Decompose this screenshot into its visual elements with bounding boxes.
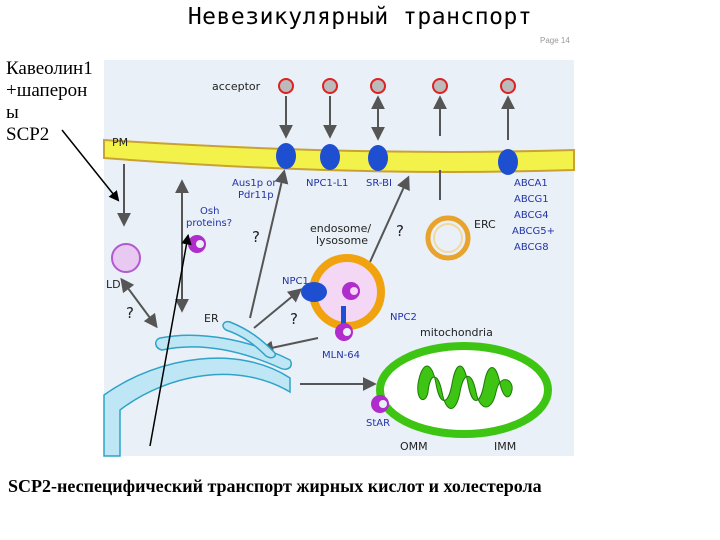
- acceptor-3: [370, 78, 386, 94]
- imm-label: IMM: [494, 440, 516, 453]
- question-mark-3: ?: [126, 304, 134, 322]
- bottom-caption: SCP2-неспецифический транспорт жирных ки…: [8, 476, 542, 496]
- question-mark-2: ?: [396, 222, 404, 240]
- aus-label: Aus1p or: [232, 178, 277, 189]
- abcg4-label: ABCG4: [514, 210, 549, 221]
- acceptor-1: [278, 78, 294, 94]
- abcg5-label: ABCG5+: [512, 226, 555, 237]
- membrane-arrows: [117, 95, 515, 391]
- page-number: Page 14: [540, 36, 570, 45]
- pointer-to-osh: [149, 233, 192, 447]
- endoplasmic-reticulum: [103, 320, 292, 457]
- lipid-droplet: [111, 243, 141, 273]
- acceptor-2: [322, 78, 338, 94]
- er-label: ER: [204, 312, 219, 325]
- pointer-to-pm: [61, 129, 120, 202]
- omm-label: OMM: [400, 440, 428, 453]
- acceptor-5: [500, 78, 516, 94]
- endosome-label: endosome/: [310, 222, 371, 235]
- question-mark-4: ?: [290, 310, 298, 328]
- transporter-abc: [498, 149, 518, 175]
- abca1-label: ABCA1: [514, 178, 548, 189]
- pm-label: PM: [112, 136, 128, 149]
- abcg1-label: ABCG1: [514, 194, 549, 205]
- slide-title: Невезикулярный транспорт: [187, 4, 533, 30]
- mln64-protein-icon: [335, 323, 353, 341]
- erc-ring: [425, 215, 471, 261]
- mitochondria-cristae: [417, 365, 513, 409]
- abcg8-label: ABCG8: [514, 242, 549, 253]
- osh-proteins-label: proteins?: [186, 218, 232, 229]
- npc1l1-label: NPC1-L1: [306, 178, 348, 189]
- transporter-aus: [276, 143, 296, 169]
- transporters: [276, 143, 518, 175]
- star-label: StAR: [366, 418, 390, 429]
- pdr-label: Pdr11p: [238, 190, 274, 201]
- side-note: Кавеолин1 +шаперон ы SCP2: [6, 58, 93, 145]
- npc1-label: NPC1: [282, 276, 309, 287]
- npc2-label: NPC2: [390, 312, 417, 323]
- lysosome-label: lysosome: [316, 234, 368, 247]
- mitochondria-label: mitochondria: [420, 326, 493, 339]
- acceptor-circles: [278, 78, 516, 94]
- question-mark-1: ?: [252, 228, 260, 246]
- acceptor-4: [432, 78, 448, 94]
- osh-protein-icon: [188, 235, 206, 253]
- npc2-protein-icon: [342, 282, 360, 300]
- transporter-srbi: [368, 145, 388, 171]
- ld-label: LD: [106, 278, 121, 291]
- osh-label: Osh: [200, 206, 219, 217]
- acceptor-label: acceptor: [212, 80, 261, 93]
- erc-label: ERC: [474, 218, 496, 231]
- npc1-protein: [301, 282, 327, 302]
- mln64-stalk: [341, 306, 346, 324]
- star-protein-icon: [371, 395, 389, 413]
- mitochondria: [376, 342, 552, 438]
- mln64-label: MLN-64: [322, 350, 360, 361]
- transporter-npc1l1: [320, 144, 340, 170]
- srbi-label: SR-BI: [366, 178, 392, 189]
